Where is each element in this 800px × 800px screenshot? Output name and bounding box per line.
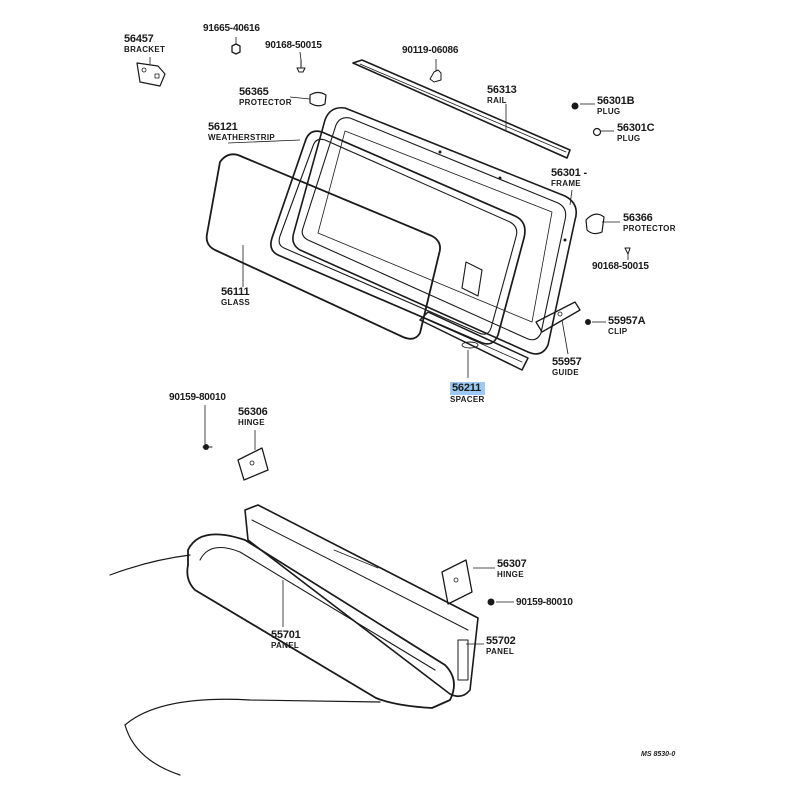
spacer-drawing	[419, 311, 529, 371]
part-number: 56301B	[597, 95, 635, 107]
hinge-56307-drawing	[441, 559, 495, 606]
part-name: PLUG	[617, 134, 641, 143]
part-number: 56307	[497, 558, 527, 570]
callout-56301: 56301 - FRAME	[551, 168, 587, 188]
part-number: 90119-06086	[402, 45, 459, 56]
callout-56111: 56111 GLASS	[221, 287, 250, 307]
callout-56301B: 56301B PLUG	[597, 95, 635, 116]
part-number-highlighted: 56211	[450, 382, 485, 395]
part-number: 56365	[239, 86, 269, 98]
callout-56457: 56457 BRACKET	[124, 34, 165, 54]
part-number: 55701	[271, 629, 301, 641]
callout-56211: 56211 SPACER	[450, 382, 485, 404]
part-number: 90168-50015	[592, 261, 649, 272]
part-name: PANEL	[271, 641, 300, 650]
part-number: 56111	[221, 286, 250, 298]
frame-drawing	[292, 106, 578, 355]
callout-56307: 56307 HINGE	[497, 559, 527, 579]
part-name: GUIDE	[552, 368, 579, 377]
part-name: HINGE	[497, 570, 524, 579]
part-name: CLIP	[608, 327, 628, 336]
part-name: PANEL	[486, 647, 515, 656]
part-number: 56301C	[617, 122, 655, 134]
diagram-code: MS 8530-0	[641, 751, 676, 758]
callout-55957: 55957 GUIDE	[552, 357, 582, 377]
part-name: WEATHERSTRIP	[208, 133, 276, 142]
part-number: 55957A	[608, 315, 646, 327]
part-name: PROTECTOR	[239, 98, 292, 107]
callout-56366: 56366 PROTECTOR	[623, 213, 676, 233]
part-name: FRAME	[551, 179, 581, 188]
callout-55957A: 55957A CLIP	[608, 315, 646, 336]
part-number: 56306	[238, 406, 268, 418]
callout-91665-40616: 91665-40616	[203, 24, 260, 34]
rail-drawing	[352, 59, 571, 159]
part-name: HINGE	[238, 418, 265, 427]
part-name: GLASS	[221, 298, 251, 307]
part-number: 55957	[552, 356, 582, 368]
guide-drawing	[461, 261, 581, 333]
leader-lines	[149, 37, 629, 645]
callout-90168-50015-lower: 90168-50015	[592, 262, 649, 272]
part-number: 56301 -	[551, 167, 587, 179]
part-number: 90159-80010	[169, 392, 226, 403]
part-name: PLUG	[597, 107, 621, 116]
callout-56121: 56121 WEATHERSTRIP	[208, 122, 275, 142]
glass-drawing	[205, 153, 441, 340]
callout-90159-80010-lower: 90159-80010	[516, 598, 573, 608]
part-number: 56121	[208, 121, 238, 133]
hinge-56306-drawing	[202, 444, 269, 481]
weatherstrip-drawing	[270, 130, 526, 345]
part-number: 56313	[487, 84, 517, 96]
part-number: 90159-80010	[516, 597, 573, 608]
callout-90159-80010-upper: 90159-80010	[169, 393, 226, 403]
callout-55701: 55701 PANEL	[271, 630, 301, 650]
part-name: PROTECTOR	[623, 224, 676, 233]
callout-55702: 55702 PANEL	[486, 636, 516, 656]
callout-56365: 56365 PROTECTOR	[239, 87, 292, 107]
part-name: RAIL	[487, 96, 507, 105]
callout-56313: 56313 RAIL	[487, 85, 517, 105]
callout-56301C: 56301C PLUG	[617, 122, 655, 143]
part-number: 56366	[623, 212, 653, 224]
panel-drawing	[109, 504, 479, 776]
part-number: 55702	[486, 635, 516, 647]
callout-90168-50015-upper: 90168-50015	[265, 41, 322, 51]
callout-56306: 56306 HINGE	[238, 407, 268, 427]
part-number: 91665-40616	[203, 23, 260, 34]
part-name: BRACKET	[124, 45, 166, 54]
part-number: 90168-50015	[265, 40, 322, 51]
part-name: SPACER	[450, 395, 485, 404]
part-number: 56457	[124, 33, 154, 45]
callout-90119-06086: 90119-06086	[402, 46, 458, 56]
